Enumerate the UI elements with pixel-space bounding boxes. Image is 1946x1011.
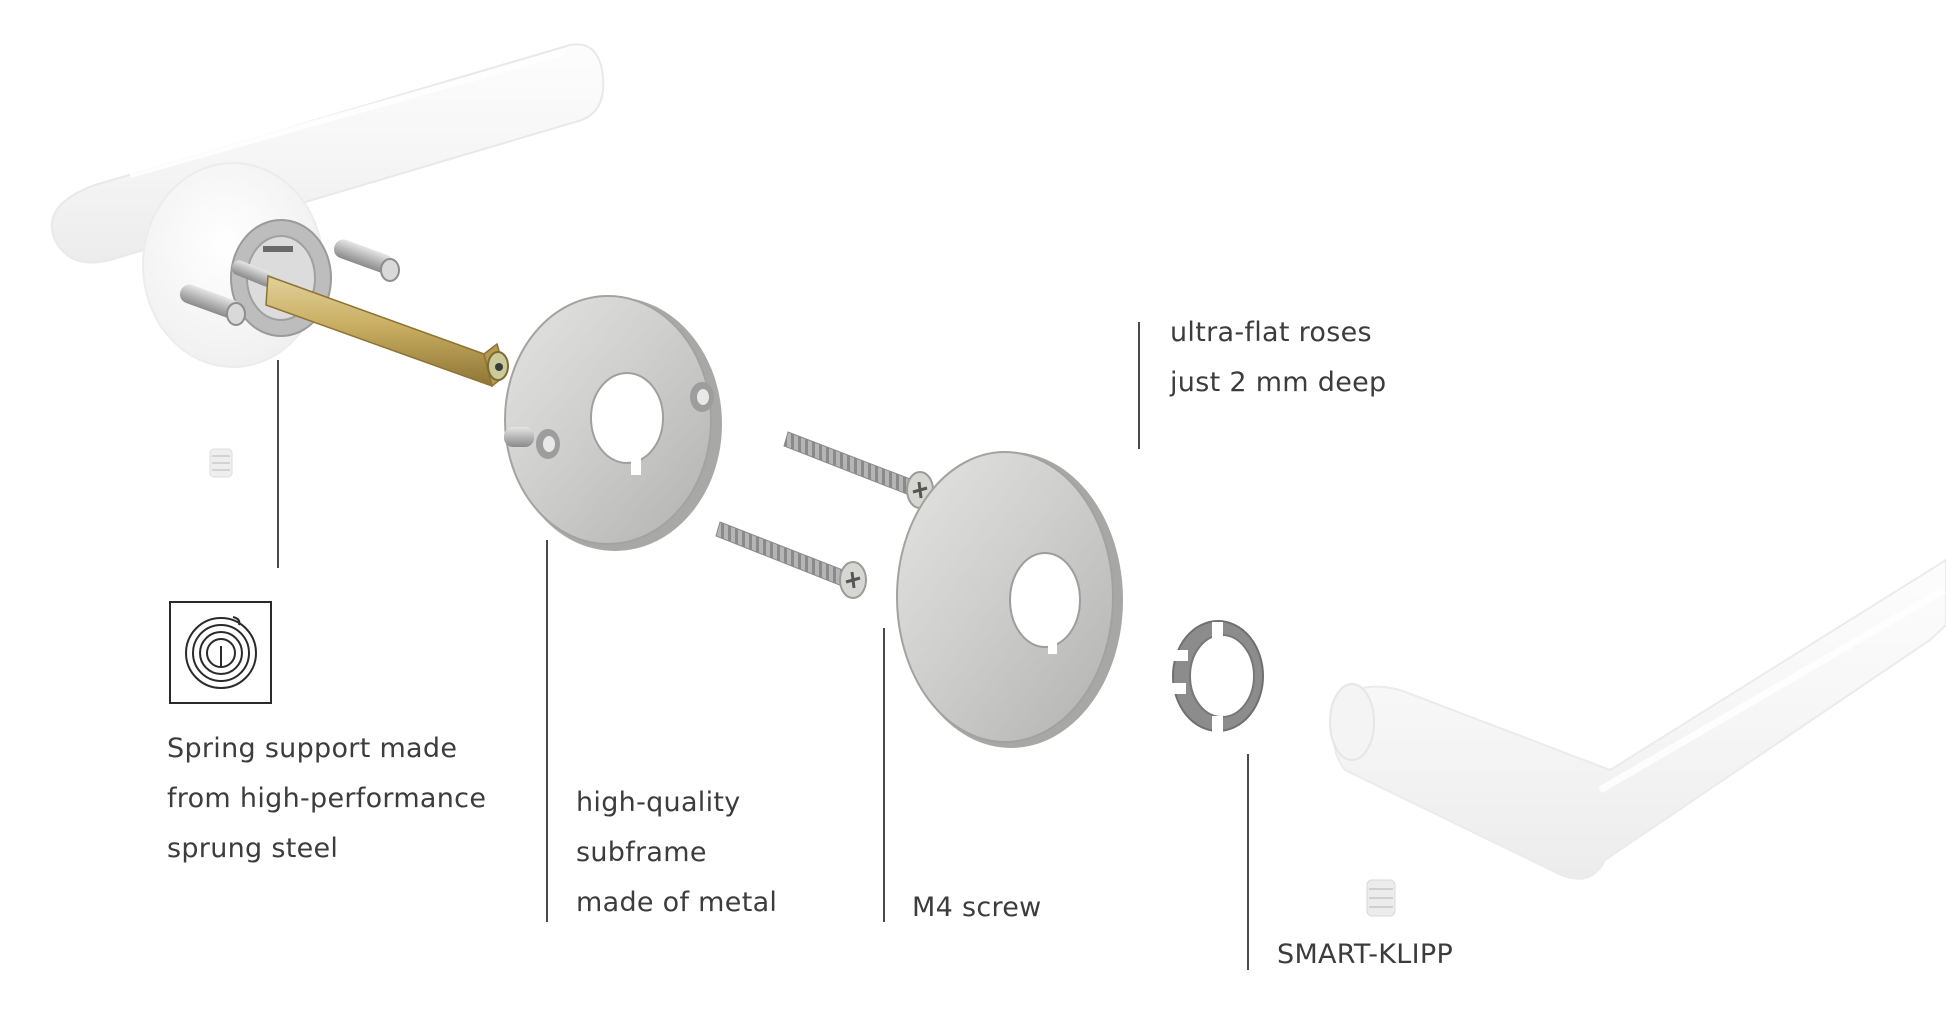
label-metal-subframe: high-quality subframe made of metal (576, 787, 778, 918)
label-ultra-flat-roses: ultra-flat roses just 2 mm deep (1170, 317, 1387, 398)
brass-spindle (265, 274, 509, 388)
label-smart-klipp: SMART-KLIPP (1277, 939, 1454, 970)
m4-screw-upper (783, 431, 934, 509)
m4-screw-lower (715, 521, 867, 599)
leader-line-spring (277, 360, 279, 568)
leader-line-screw (883, 628, 885, 922)
leader-line-klipp (1247, 754, 1249, 970)
grub-screw-left (209, 448, 233, 478)
spiral-spring-icon (169, 601, 272, 704)
smart-klipp-ring (1168, 620, 1264, 732)
grub-screw-right (1366, 879, 1396, 917)
leader-line-roses (1138, 322, 1140, 449)
label-m4-screw: M4 screw (912, 892, 1042, 923)
metal-subframe-disc (504, 295, 722, 551)
right-lever-handle (1329, 558, 1946, 880)
ultra-flat-rose-disc (896, 451, 1123, 748)
leader-line-subframe (546, 540, 548, 922)
label-spring-support: Spring support made from high-performanc… (167, 733, 487, 864)
